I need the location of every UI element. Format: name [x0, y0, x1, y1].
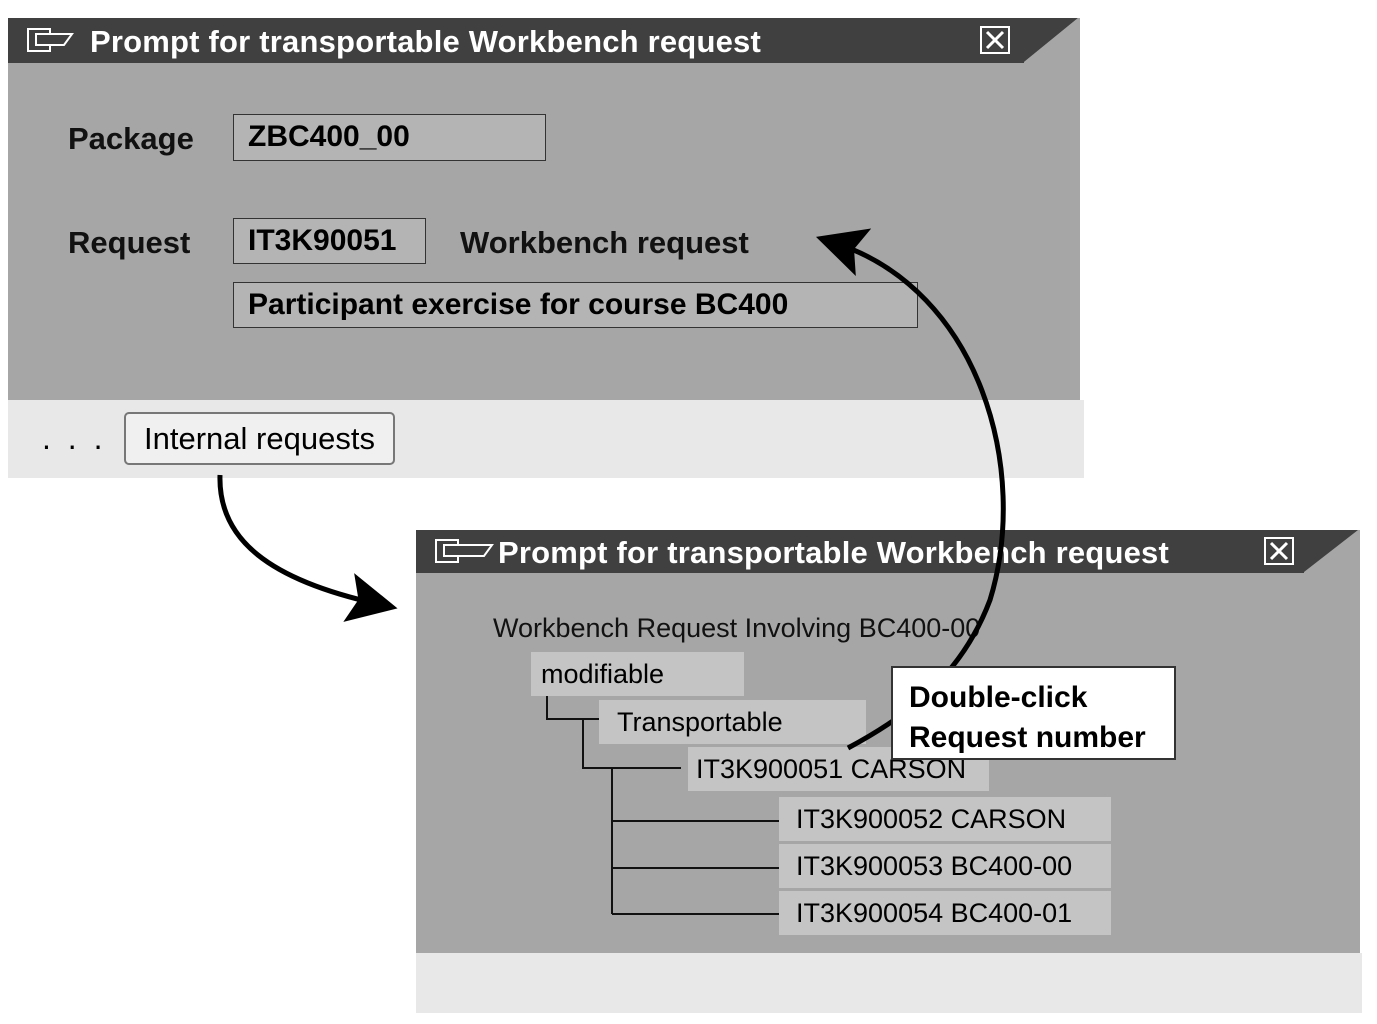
dialog1-close-button[interactable] — [980, 26, 1010, 54]
dialog1-titlebar: Prompt for transportable Workbench reque… — [8, 18, 1024, 63]
close-icon — [982, 28, 1008, 52]
internal-requests-button[interactable]: Internal requests — [124, 412, 395, 465]
window-icon — [26, 26, 74, 56]
request-label: Request — [68, 225, 191, 260]
more-ellipsis: . . . — [42, 420, 107, 456]
dialog1-title: Prompt for transportable Workbench reque… — [90, 24, 761, 59]
request-type-text: Workbench request — [460, 225, 749, 260]
window-icon — [434, 537, 494, 567]
arrow-to-internal-requests-dialog — [217, 474, 398, 622]
double-click-callout: Double-click Request number — [891, 666, 1176, 760]
callout-line1: Double-click — [909, 681, 1088, 714]
dialog2-titlebar: Prompt for transportable Workbench reque… — [416, 530, 1304, 573]
tree-node-task[interactable]: IT3K900053 BC400-00 — [779, 844, 1111, 888]
tree-lines — [546, 696, 779, 915]
dialog2-title: Prompt for transportable Workbench reque… — [498, 535, 1169, 570]
tree-node-modifiable[interactable]: modifiable — [531, 652, 744, 696]
dialog1-title-corner — [1024, 18, 1080, 63]
dialog2-close-button[interactable] — [1264, 537, 1294, 565]
dialog2-title-corner — [1304, 530, 1360, 573]
request-field[interactable]: IT3K90051 — [233, 218, 426, 264]
callout-line2: Request number — [909, 721, 1146, 754]
close-icon — [1266, 539, 1292, 563]
dialog2-footer — [416, 953, 1362, 1013]
dialog1-body: Package ZBC400_00 Request IT3K90051 Work… — [8, 63, 1080, 400]
tree-node-task[interactable]: IT3K900054 BC400-01 — [779, 891, 1111, 935]
tree-node-transportable[interactable]: Transportable — [599, 700, 866, 744]
request-description-field[interactable]: Participant exercise for course BC400 — [233, 282, 918, 328]
package-field[interactable]: ZBC400_00 — [233, 114, 546, 161]
package-label: Package — [68, 121, 194, 156]
dialog2-body: Workbench Request Involving BC400-00 mod… — [416, 573, 1360, 953]
tree-node-task[interactable]: IT3K900052 CARSON — [779, 797, 1111, 841]
